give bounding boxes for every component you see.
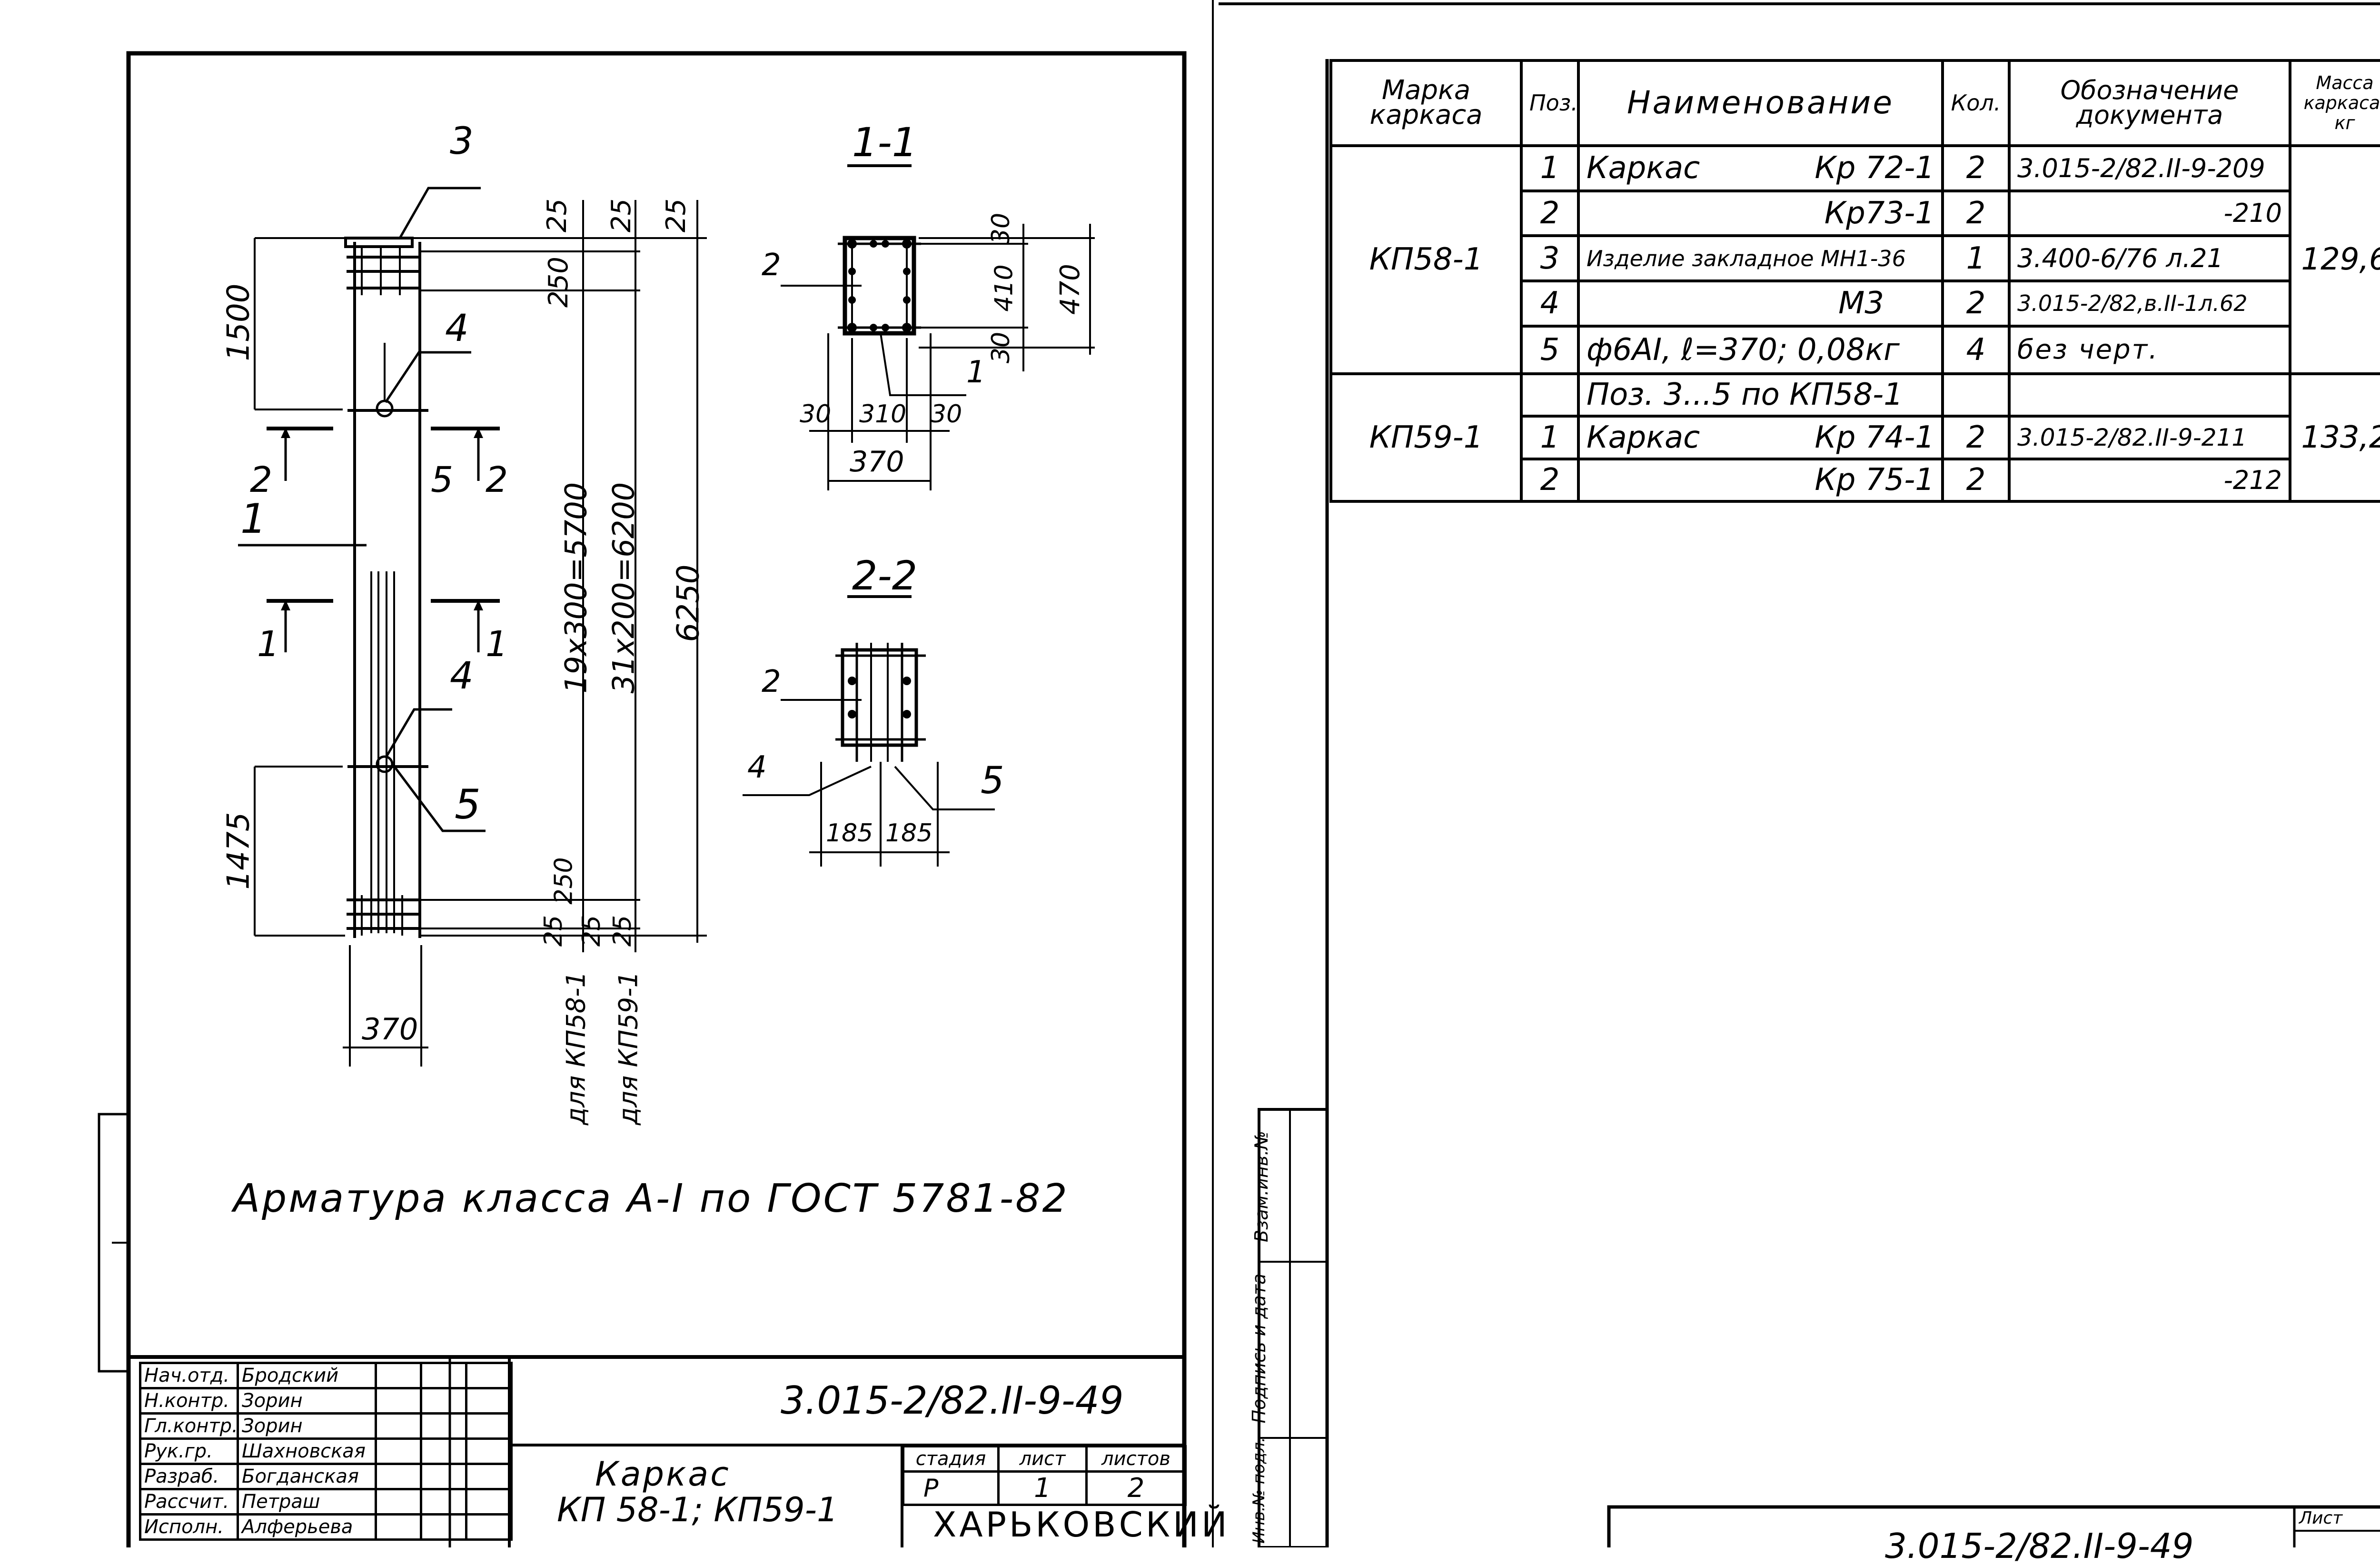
right-sheet-frame [1219, 2, 2380, 1547]
dim-1475: 1475 [221, 812, 257, 890]
sec1-dim-30-b: 30 [987, 331, 1016, 364]
col-doc: Обозначение документа [2008, 59, 2291, 147]
stamp-row: Рассчит.Петраш [139, 1488, 513, 1516]
sec1-dim-410: 410 [990, 264, 1019, 312]
dim-25-e: 25 [577, 915, 606, 947]
section-mark-1-left: 1 [257, 624, 280, 665]
table-row: 5 ф6АI, ℓ=370; 0,08кг 4 без черт. [1331, 324, 2380, 375]
dim-25-d: 25 [539, 915, 568, 947]
callout-pos-4-bottom: 4 [450, 655, 474, 698]
dim-250-bottom: 250 [549, 857, 578, 905]
stamp-title-line1: Каркас [595, 1455, 731, 1494]
sec2-dim-185-b: 185 [885, 819, 933, 848]
side-stamp-signature: Подпись и дата [1249, 1273, 1269, 1424]
mass-kp58: 129,6 [2289, 144, 2380, 375]
dim-370-bottom: 370 [362, 1012, 418, 1047]
stamp-title-line2: КП 58-1; КП59-1 [557, 1490, 838, 1529]
sec1-dim-370: 370 [850, 445, 904, 479]
stamp-doc-code: 3.015-2/82.II-9-49 [781, 1378, 1124, 1423]
section-mark-2-right: 2 [486, 459, 508, 500]
section-mark-5: 5 [431, 459, 454, 500]
table-row: 2 Кр73-1 2 -210 [1331, 189, 2380, 238]
section-2-2-title: 2-2 [852, 552, 918, 599]
dim-25-f: 25 [608, 915, 637, 947]
sec1-dim-310: 310 [859, 400, 907, 429]
sec1-dim-30-c: 30 [800, 400, 832, 429]
table-row: 3 Изделие закладное МН1-36 1 3.400-6/76 … [1331, 234, 2380, 282]
sec1-dim-470: 470 [1054, 264, 1086, 315]
col-mass: Масса каркаса, кг [2289, 59, 2380, 147]
section-1-1-pos-2: 2 [762, 248, 781, 283]
side-stamp-replacement: Взам.инв.№ [1251, 1131, 1272, 1242]
col-pos: Поз. [1520, 59, 1580, 147]
dim-25-c: 25 [661, 198, 692, 233]
mark-kp58: КП58-1 [1329, 144, 1523, 375]
dim-1500: 1500 [221, 283, 257, 361]
section-mark-1-right: 1 [486, 624, 508, 665]
sheets-header: листов [1085, 1445, 1187, 1473]
section-mark-2-left: 2 [250, 459, 273, 500]
section-2-2 [743, 595, 995, 867]
sheet-header: лист [997, 1445, 1088, 1473]
sheet-value: 1 [997, 1470, 1088, 1506]
section-1-1-title: 1-1 [852, 119, 918, 166]
sheets-value: 2 [1085, 1470, 1187, 1506]
stage-value: Р [902, 1470, 1000, 1506]
stamp-row: Рук.гр.Шахновская [139, 1437, 513, 1465]
col-qty: Кол. [1941, 59, 2011, 147]
dim-250-top: 250 [543, 257, 574, 308]
mass-kp59: 133,2 [2289, 372, 2380, 503]
sec2-dim-185-a: 185 [826, 819, 873, 848]
left-sheet-drawing [98, 0, 1214, 1547]
callout-pos-3: 3 [450, 120, 474, 163]
specification-table: Марка каркаса Поз. Наименование Кол. Обо… [1329, 59, 2380, 503]
signature-table: Нач.отд.Бродский Н.контр.Зорин Гл.контр.… [139, 1362, 513, 1541]
stamp-organization: ХАРЬКОВСКИЙ [933, 1505, 1230, 1545]
stamp-row: Н.контр.Зорин [139, 1387, 513, 1415]
callout-pos-4-top: 4 [445, 307, 469, 350]
section-1-1-pos-1: 1 [966, 355, 986, 390]
dim-25-a: 25 [542, 198, 573, 233]
stamp-row: Гл.контр.Зорин [139, 1412, 513, 1440]
callout-pos-5: 5 [455, 781, 481, 828]
sec1-dim-30-d: 30 [931, 400, 962, 429]
table-row: КП59-1 Поз. 3...5 по КП58-1 133,2 [1329, 372, 2380, 503]
section-2-2-pos-2: 2 [762, 664, 781, 699]
callout-pos-1: 1 [240, 495, 267, 543]
section-2-2-pos-4: 4 [747, 750, 767, 785]
side-stamp-original: Инв.№ подл. [1250, 1437, 1269, 1544]
stamp-row: Нач.отд.Бродский [139, 1362, 513, 1389]
stage-header: стадия [902, 1445, 1000, 1473]
col-mark: Марка каркаса [1329, 59, 1523, 147]
section-1-1 [781, 164, 1095, 490]
table-row: 2 Кр 75-1 2 -212 [1331, 457, 2380, 503]
bottom-sheet-label: Лист [2299, 1508, 2343, 1528]
stage-table: стадия лист листов Р 1 2 [902, 1445, 1187, 1506]
mark-kp59: КП59-1 [1329, 372, 1523, 503]
section-2-2-pos-5: 5 [981, 759, 1004, 802]
for-kp58-label: для КП58-1 [561, 971, 591, 1125]
column-elevation [238, 187, 707, 1067]
for-kp59-label: для КП59-1 [613, 971, 644, 1125]
reinforcement-note: Арматура класса А-I по ГОСТ 5781-82 [233, 1176, 1069, 1221]
sec1-dim-30-a: 30 [987, 212, 1016, 245]
stamp-row: Исполн.Алферьева [139, 1513, 513, 1541]
dim-6250: 6250 [671, 564, 706, 642]
bottom-doc-code: 3.015-2/82.II-9-49 [1885, 1526, 2194, 1566]
table-header-row: Марка каркаса Поз. Наименование Кол. Обо… [1329, 59, 2380, 147]
dim-25-b: 25 [606, 198, 637, 233]
dim-31x200: 31х200=6200 [606, 482, 641, 694]
dim-19x300: 19х300=5700 [558, 482, 594, 694]
table-row: 4 М3 2 3.015-2/82,в.II-1л.62 [1331, 279, 2380, 328]
col-name: Наименование [1577, 59, 1944, 147]
stamp-row: Разраб.Богданская [139, 1463, 513, 1490]
